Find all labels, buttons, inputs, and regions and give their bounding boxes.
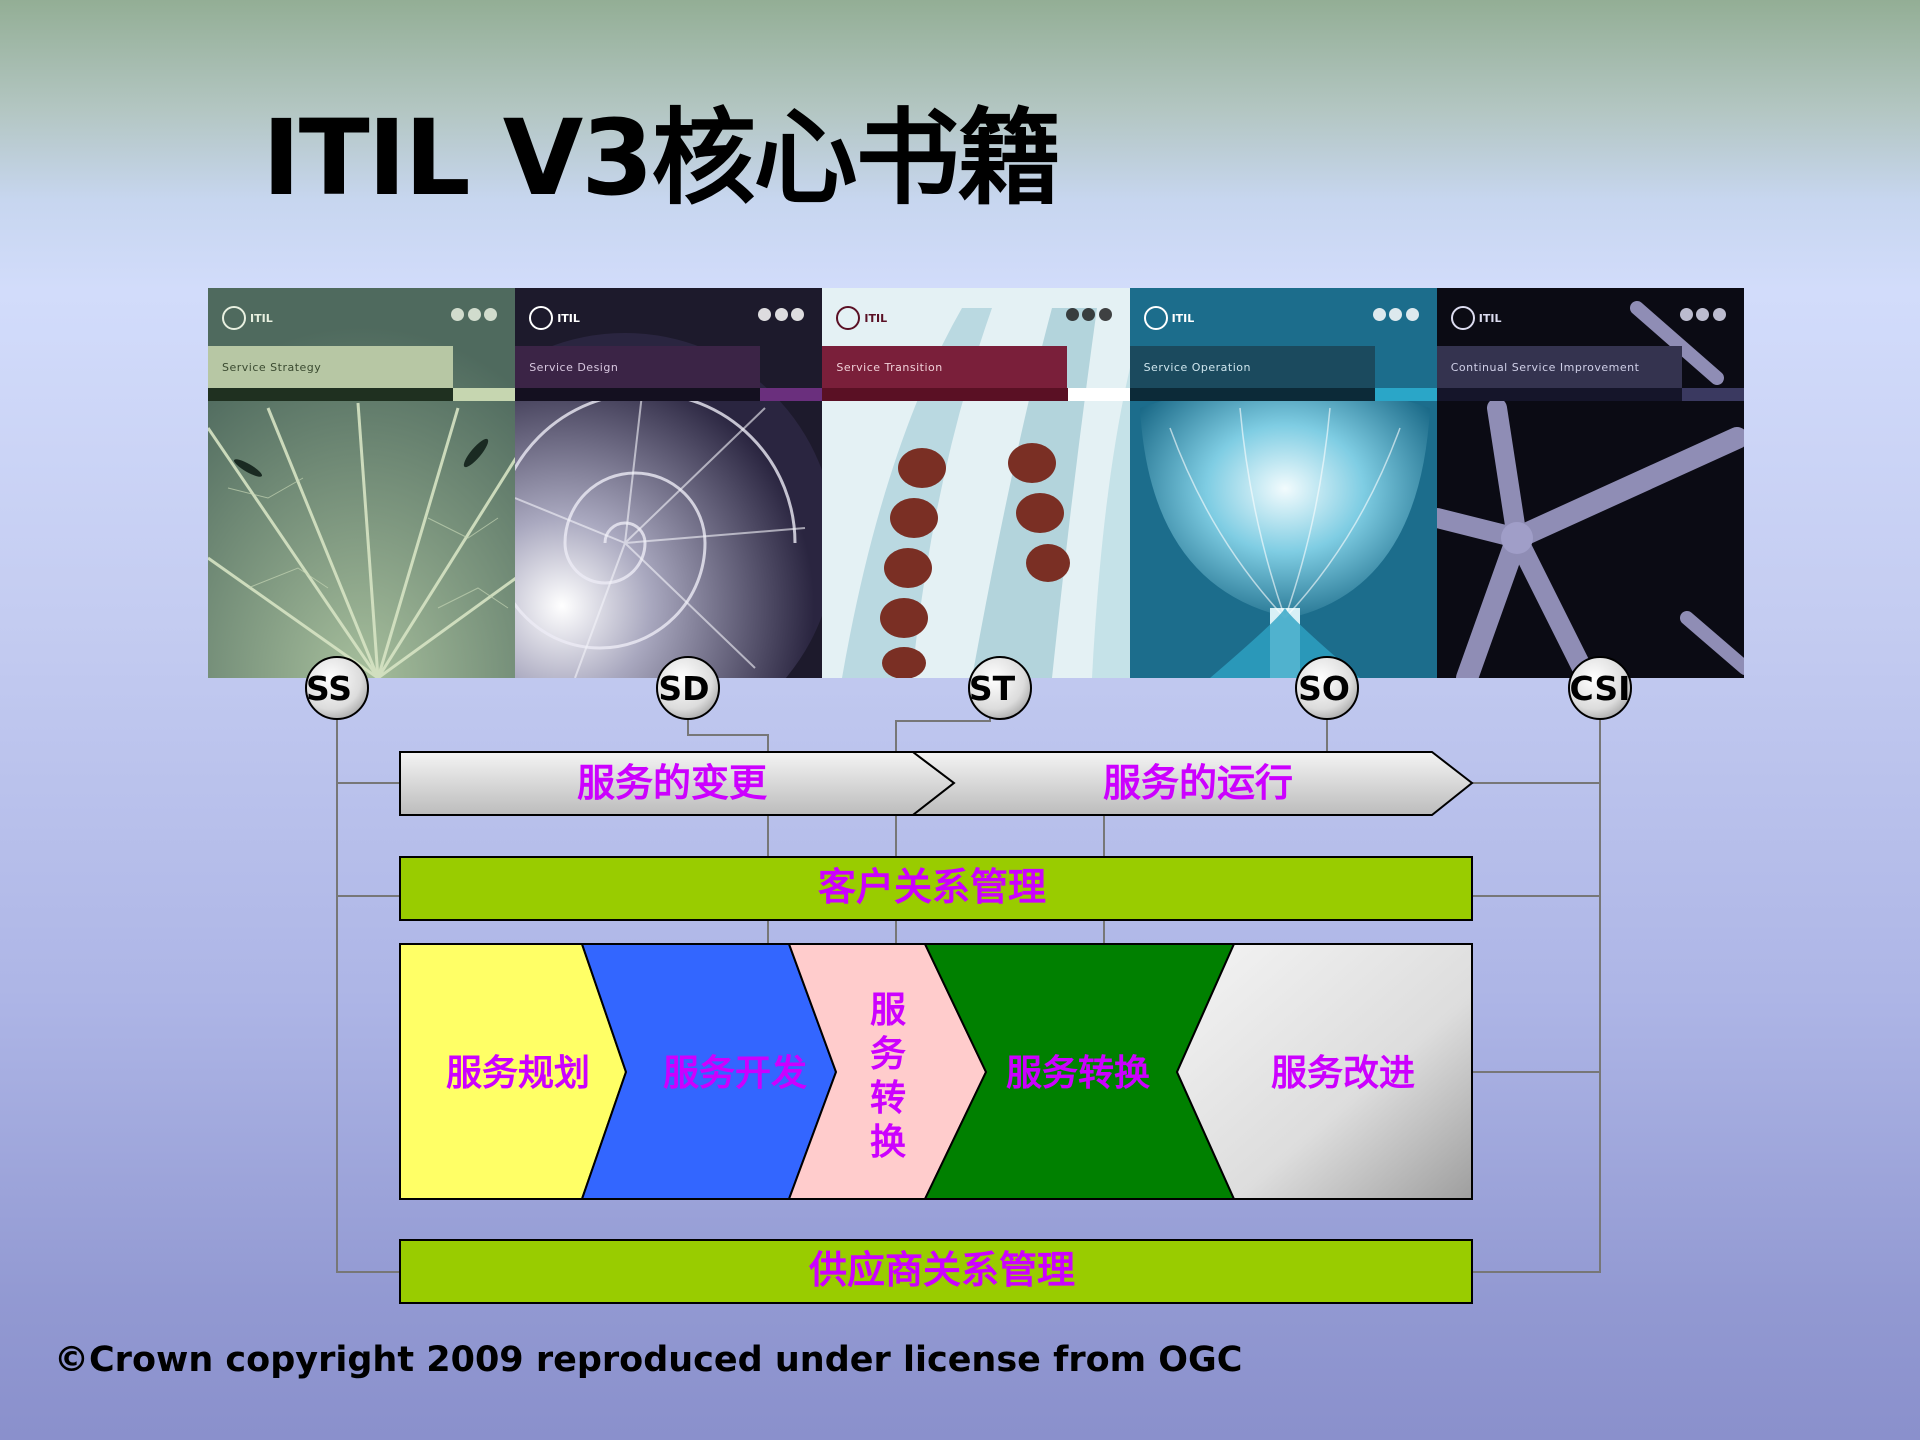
phase-conversion-label: 服务转换 [1006, 1053, 1150, 1094]
publisher-logo-icon [1372, 308, 1419, 322]
slide-title: ITIL V3核心书籍 [262, 97, 1062, 219]
bubble-st [968, 656, 1032, 720]
itil-emblem-icon [1143, 306, 1168, 330]
customer-relationship-bar [399, 856, 1473, 921]
book-cover-service-operation: ITIL Service Operation [1129, 288, 1437, 678]
itil-emblem-icon [836, 306, 861, 330]
book-band: Continual Service Improvement [1436, 346, 1682, 388]
flower-image [1129, 288, 1437, 678]
book-bubbles: SS SD ST SO CSI [305, 656, 1632, 720]
phase-transition-char: 换 [870, 1122, 906, 1163]
bubble-csi [1568, 656, 1632, 720]
phase-transition-char: 服 [870, 990, 906, 1031]
book-band: Service Operation [1129, 346, 1375, 388]
phase-development-label: 服务开发 [663, 1053, 807, 1094]
book-tab [453, 388, 516, 401]
book-cover-service-transition: ITIL Service Transition [822, 288, 1130, 678]
phase-planning-label: 服务规划 [446, 1053, 590, 1094]
phase-transition-char: 务 [870, 1034, 906, 1075]
connector-lines [336, 718, 1601, 1273]
bubble-sd [656, 656, 720, 720]
itil-emblem-icon [222, 306, 246, 330]
book-stripe [1129, 388, 1437, 401]
book-tab [1067, 388, 1130, 401]
itil-logo: ITIL [1143, 304, 1195, 332]
phase-transition-char: 转 [870, 1078, 906, 1119]
supplier-relationship-bar [399, 1239, 1473, 1304]
book-tab [1681, 388, 1744, 401]
change-arrow-label: 服务的变更 [577, 761, 768, 805]
itil-emblem-icon [529, 306, 554, 330]
bubble-csi-label: CSI [1570, 669, 1631, 708]
book-stripe [1436, 388, 1744, 401]
phase-improvement-label: 服务改进 [1271, 1053, 1415, 1094]
book-cover-service-strategy: ITIL Service Strategy [208, 288, 516, 678]
book-covers: ITIL Service Strategy ITIL S [208, 288, 1744, 678]
phase-improvement [1175, 943, 1473, 1200]
book-stripe [822, 388, 1130, 401]
book-band: Service Strategy [208, 346, 453, 388]
bubble-so [1295, 656, 1359, 720]
book-tab [760, 388, 823, 401]
publisher-logo-icon [451, 308, 498, 322]
book-band: Service Design [515, 346, 761, 388]
book-stripe [515, 388, 823, 401]
book-band: Service Transition [822, 346, 1068, 388]
customer-relationship-label: 客户关系管理 [818, 865, 1046, 909]
bubble-ss-label: SS [306, 669, 352, 708]
bubble-so-label: SO [1298, 669, 1350, 708]
copyright-notice: ©Crown copyright 2009 reproduced under l… [54, 1340, 1243, 1380]
bubble-sd-label: SD [658, 669, 709, 708]
publisher-logo-icon [1679, 308, 1726, 322]
book-cover-service-design: ITIL Service Design [515, 288, 823, 678]
itil-logo: ITIL [222, 304, 273, 332]
logo-text: ITIL [1171, 311, 1195, 325]
itil-logo: ITIL [529, 304, 580, 332]
logo-text: ITIL [1478, 311, 1502, 325]
book-tab [1374, 388, 1437, 401]
logo-text: ITIL [557, 311, 580, 325]
publisher-logo-icon [1065, 308, 1112, 322]
lifecycle-phases: 服务规划 服务开发 服 务 转 换 服务转换 服务改进 [399, 943, 1473, 1200]
supplier-relationship-label: 供应商关系管理 [809, 1248, 1075, 1292]
itil-logo: ITIL [836, 304, 887, 332]
operation-arrow [910, 751, 1474, 816]
logo-text: ITIL [864, 311, 888, 325]
book-stripe [208, 388, 516, 401]
logo-text: ITIL [250, 311, 273, 325]
itil-logo: ITIL [1450, 304, 1502, 332]
bubble-ss [305, 656, 369, 720]
book-cover-continual-service-improvement: ITIL Continual Service Improvement [1436, 288, 1744, 678]
publisher-logo-icon [758, 308, 805, 322]
itil-emblem-icon [1450, 306, 1475, 330]
operation-arrow-label: 服务的运行 [1103, 761, 1293, 805]
bubble-st-label: ST [969, 669, 1016, 708]
